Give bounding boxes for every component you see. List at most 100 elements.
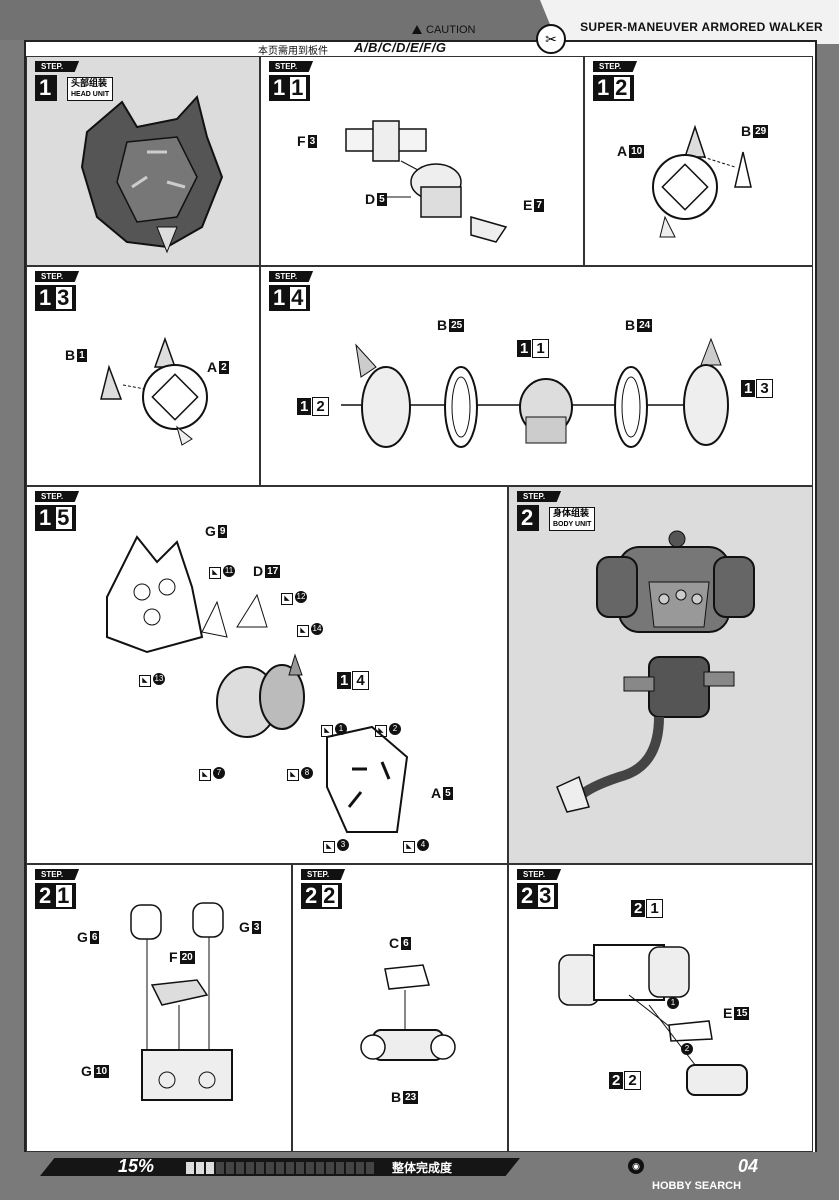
sub-step-marker: ◣4 [403,839,429,853]
sub-step-marker: ◣7 [199,767,225,781]
step-2-1-illustration [130,902,233,1101]
brand-logo-icon: ◉ [628,1158,644,1174]
parts-note: 本页需用到板件 [258,46,328,57]
warning-icon [412,25,422,34]
head-unit-illustration [80,94,224,254]
progress-segment [366,1162,374,1174]
progress-segment [326,1162,334,1174]
progress-segment [276,1162,284,1174]
progress-percent: 15% [118,1156,155,1176]
step-number: 2 [517,505,540,531]
step-1-1-illustration [345,120,508,243]
progress-segment [196,1162,204,1174]
brand-title: SUPER-MANEUVER ARMORED WALKER [580,20,823,34]
header-corner [540,0,839,44]
sub-step-marker: ◣1 [321,723,347,737]
progress-segment [306,1162,314,1174]
progress-segment [226,1162,234,1174]
sub-step-marker: ◣11 [209,565,235,579]
progress-segment [286,1162,294,1174]
progress-segment [246,1162,254,1174]
progress-bar [186,1161,376,1174]
step-1-2-illustration [652,124,752,238]
sub-step-marker: 2 [681,1043,693,1055]
progress-segment [316,1162,324,1174]
progress-segment [256,1162,264,1174]
sub-step-marker: ◣2 [375,723,401,737]
progress-segment [266,1162,274,1174]
progress-segment [356,1162,364,1174]
progress-segment [186,1162,194,1174]
body-unit-illustration [556,530,755,813]
step-2-2-illustration [360,964,456,1061]
parts-list: A/B/C/D/E/F/G [354,40,447,55]
sub-step-marker: ◣8 [287,767,313,781]
sub-step-marker: ◣14 [297,623,323,637]
progress-segment [236,1162,244,1174]
step-1-5-illustration [106,535,409,833]
progress-segment [346,1162,354,1174]
progress-segment [206,1162,214,1174]
step-number: 1 [35,75,58,101]
progress-segment [296,1162,304,1174]
page-number: 04 [738,1156,759,1176]
step-1-3-illustration [100,336,208,446]
step-tag: STEP. [35,61,80,72]
watermark: HOBBY SEARCH [652,1180,742,1192]
step-2-3-illustration [558,944,748,1096]
sub-step-marker: ◣12 [281,591,307,605]
progress-label: 整体完成度 [392,1161,453,1175]
sub-step-marker: ◣13 [139,673,165,687]
progress-segment [336,1162,344,1174]
step-1-4-illustration [341,337,729,448]
caution-label: CAUTION [412,24,476,36]
progress-segment [216,1162,224,1174]
nipper-icon: ✂ [536,24,566,54]
sub-step-marker: 1 [667,997,679,1009]
sub-step-marker: ◣3 [323,839,349,853]
